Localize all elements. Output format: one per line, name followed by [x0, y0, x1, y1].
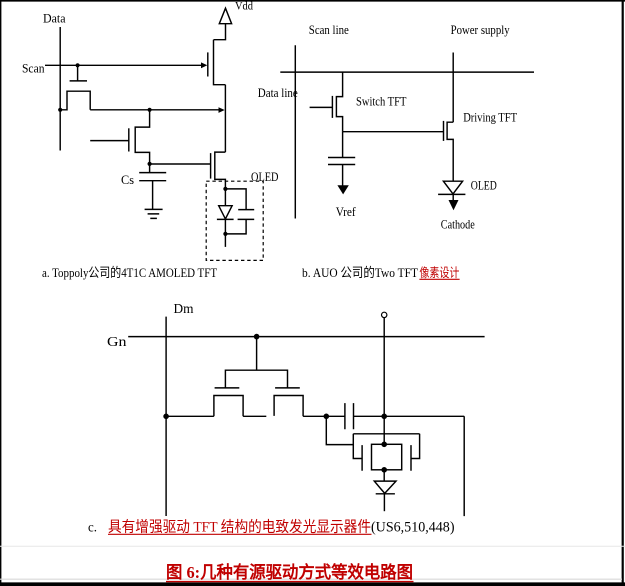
- a-cs-plates: [139, 171, 167, 182]
- a-tft-t2: [90, 109, 152, 166]
- b-storage-capacitor: [328, 131, 356, 195]
- c-node-line: [166, 413, 465, 517]
- c-dm-label: Dm: [174, 301, 194, 316]
- b-switch-tft: [309, 72, 344, 132]
- circuit-c: Dm Gn c. 具有增强驱动 TFT 结构的电致发光显示器件 (US6,510…: [88, 301, 485, 536]
- c-node-segments: [166, 415, 465, 517]
- circuit-b: Scan line Power supply Data line Switch …: [258, 23, 534, 280]
- a-scan-line: [45, 62, 208, 69]
- a-node-arrow-icon: [218, 107, 225, 113]
- a-oled-dashed-box: [205, 180, 264, 261]
- b-driving-tft: [442, 120, 454, 182]
- a-oled-label: OLED: [251, 170, 279, 184]
- c-center-column: [380, 311, 388, 445]
- a-vdd-triangle-icon: [218, 6, 233, 25]
- figure-caption-group: 图 6:几种有源驱动方式等效电路图: [166, 562, 414, 583]
- circuit-a: Data Scan Vdd Cs OLED a. Toppoly公司的4T1C …: [22, 1, 279, 281]
- b-switch-body: [335, 72, 344, 132]
- b-cathode-arrow-icon: [448, 200, 459, 211]
- c-gn-line: [128, 333, 485, 340]
- b-vref-arrow-icon: [337, 185, 349, 195]
- a-scan-label: Scan: [22, 61, 45, 76]
- b-labels: Scan line Power supply Data line Switch …: [258, 23, 517, 280]
- b-dataline-label: Data line: [258, 86, 298, 100]
- a-oled-capacitor: [225, 188, 255, 235]
- a-data-line: [58, 27, 63, 151]
- c-labels: Dm Gn c. 具有增强驱动 TFT 结构的电致发光显示器件 (US6,510…: [88, 301, 455, 535]
- a-data-label: Data: [43, 11, 66, 26]
- a-t1-gate: [69, 65, 87, 82]
- b-cathode-label: Cathode: [441, 218, 475, 232]
- a-oledcap-top-lead: [225, 188, 247, 210]
- c-capacitor-plates: [344, 403, 355, 430]
- a-storage-capacitor: [139, 163, 167, 220]
- c-node-to-gates: [325, 416, 354, 446]
- a-labels: Data Scan Vdd Cs OLED a. Toppoly公司的4T1C …: [22, 1, 279, 281]
- a-drive-tft-t4: [209, 151, 227, 206]
- b-scanline-label: Scan line: [309, 23, 349, 37]
- caption-b-black: b. AUO 公司的Two TFT: [302, 265, 418, 280]
- caption-c-suffix: (US6,510,448): [371, 520, 455, 536]
- a-t3-channel: [212, 39, 226, 86]
- c-parallel-tft-pair: [370, 441, 403, 473]
- a-diode-triangle: [217, 204, 234, 221]
- a-vdd-supply: [213, 6, 233, 41]
- b-vref-label: Vref: [336, 205, 357, 219]
- figure-caption: 图 6:几种有源驱动方式等效电路图: [166, 562, 413, 582]
- c-bottom-gate-assembly: [352, 433, 421, 471]
- c-bottom-gate-right: [410, 433, 421, 471]
- a-t4-body: [214, 151, 227, 206]
- a-oled-diode-icon: [216, 204, 234, 247]
- caption-c-prefix: c.: [88, 520, 97, 535]
- a-scan-arrow-icon: [201, 62, 208, 69]
- b-cap-plates: [328, 156, 356, 166]
- c-gate-yoke: [224, 369, 289, 388]
- a-cs-label: Cs: [121, 172, 134, 187]
- c-top-gate-pair: [213, 336, 304, 417]
- a-t2-body: [134, 109, 151, 164]
- c-terminal-circle-icon: [380, 311, 388, 319]
- caption-a: a. Toppoly公司的4T1C AMOLED TFT: [42, 265, 217, 280]
- a-vdd-label: Vdd: [235, 1, 253, 13]
- a-t1-channel: [60, 90, 91, 111]
- c-gn-label: Gn: [107, 334, 127, 349]
- a-vdd-lead: [213, 23, 227, 41]
- b-switch-label: Switch TFT: [356, 94, 407, 108]
- c-right-channel: [273, 394, 304, 417]
- b-oled-label: OLED: [471, 179, 497, 193]
- c-left-channel: [213, 394, 244, 417]
- b-power-label: Power supply: [451, 23, 511, 37]
- b-driving-label: Driving TFT: [463, 111, 517, 125]
- caption-c-red: 具有增强驱动 TFT 结构的电致发光显示器件: [108, 519, 371, 536]
- a-ground-icon: [144, 208, 163, 220]
- b-oled-diode-icon: [438, 180, 466, 211]
- c-oled-diode-icon: [372, 469, 398, 512]
- a-switch-tft-t1: [60, 65, 91, 111]
- a-oled-box: [205, 180, 264, 261]
- a-tft-t3: [207, 39, 226, 86]
- c-channel-rect: [370, 443, 403, 471]
- b-oled-triangle: [441, 180, 465, 196]
- b-driving-body: [446, 121, 454, 182]
- caption-b-red: 像素设计: [419, 265, 459, 280]
- c-diode-triangle: [372, 480, 398, 495]
- a-oledcap-plates: [237, 208, 255, 221]
- a-oledcap-bottom-lead: [225, 219, 247, 235]
- c-bottom-gate-left: [352, 433, 363, 471]
- a-node-line-top: [90, 107, 225, 113]
